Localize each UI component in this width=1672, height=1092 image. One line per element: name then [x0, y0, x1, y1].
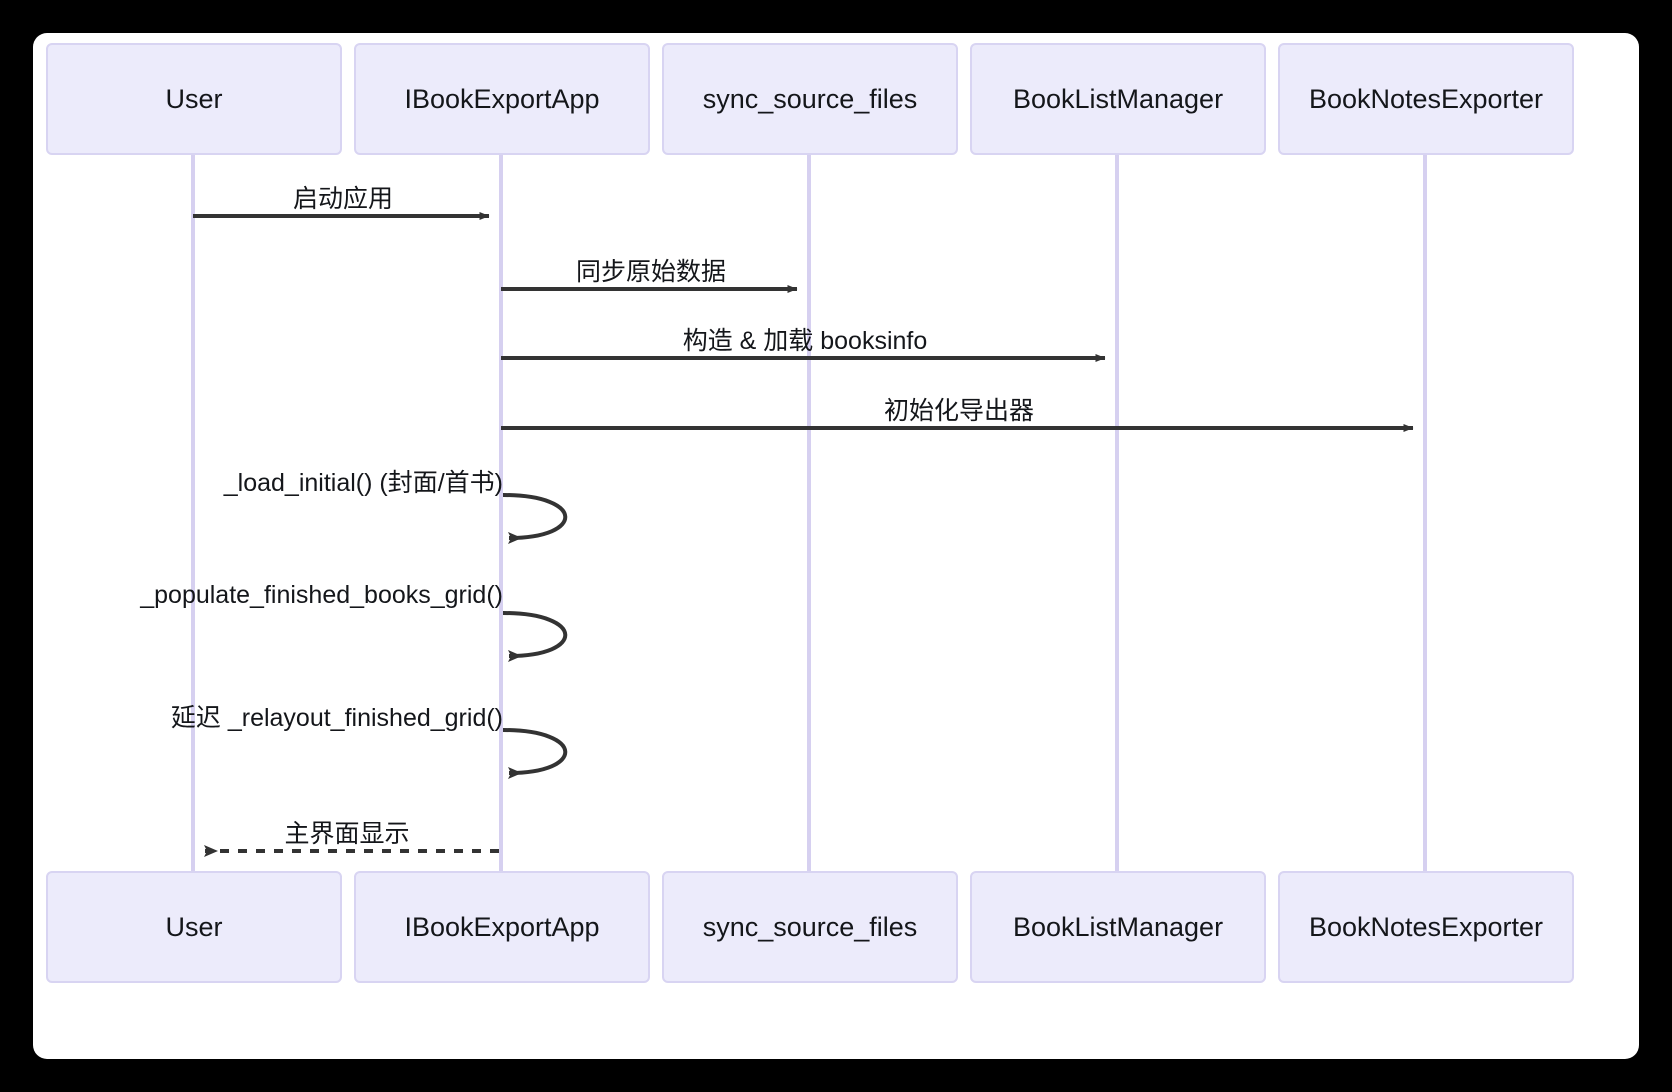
participant-label-booklistmanager: BookListManager	[1012, 83, 1224, 114]
participant-label-user: User	[165, 83, 223, 114]
message-arrows	[193, 212, 1414, 857]
message-selfloop-7	[502, 728, 568, 780]
sequence-diagram: User IBookExportApp sync_source_files Bo…	[33, 33, 1639, 1059]
message-label-7: 延迟 _relayout_finished_grid()	[170, 704, 503, 732]
message-label-6: _populate_finished_books_grid()	[140, 581, 503, 609]
participant-box-top-booknotesexporter[interactable]: BookNotesExporter	[1278, 43, 1574, 155]
message-label-8: 主界面显示	[284, 820, 410, 848]
participant-label-bottom-booknotesexporter: BookNotesExporter	[1308, 911, 1544, 942]
lifeline-booknotesexporter	[1423, 155, 1427, 871]
participant-box-bottom-ibookexportapp[interactable]: IBookExportApp	[354, 871, 650, 983]
lifeline-user	[191, 155, 195, 871]
participant-box-bottom-sync-source-files[interactable]: sync_source_files	[662, 871, 958, 983]
message-label-1: 启动应用	[292, 185, 394, 213]
participant-box-top-ibookexportapp[interactable]: IBookExportApp	[354, 43, 650, 155]
message-selfloop-6	[502, 611, 568, 663]
participant-box-top-user[interactable]: User	[46, 43, 342, 155]
participant-box-top-sync-source-files[interactable]: sync_source_files	[662, 43, 958, 155]
participant-label-bottom-user: User	[165, 911, 223, 942]
participant-box-top-booklistmanager[interactable]: BookListManager	[970, 43, 1266, 155]
participant-label-bottom-ibookexportapp: IBookExportApp	[404, 911, 600, 942]
participant-label-bottom-sync-source-files: sync_source_files	[702, 911, 918, 942]
participant-label-sync-source-files: sync_source_files	[702, 83, 918, 114]
participant-label-booknotesexporter: BookNotesExporter	[1308, 83, 1544, 114]
participant-label-ibookexportapp: IBookExportApp	[404, 83, 600, 114]
message-label-4: 初始化导出器	[883, 397, 1035, 425]
message-label-5: _load_initial() (封面/首书)	[223, 469, 503, 497]
lifeline-sync_source_files	[807, 155, 811, 871]
lifeline-booklistmanager	[1115, 155, 1119, 871]
message-selfloop-5	[502, 493, 568, 545]
participant-box-bottom-booknotesexporter[interactable]: BookNotesExporter	[1278, 871, 1574, 983]
participant-box-bottom-user[interactable]: User	[46, 871, 342, 983]
message-label-2: 同步原始数据	[575, 258, 727, 286]
diagram-canvas: User IBookExportApp sync_source_files Bo…	[33, 33, 1639, 1059]
message-label-3: 构造 & 加载 booksinfo	[682, 327, 928, 355]
participant-label-bottom-booklistmanager: BookListManager	[1012, 911, 1224, 942]
lifeline-ibookexportapp	[499, 155, 503, 871]
participant-box-bottom-booklistmanager[interactable]: BookListManager	[970, 871, 1266, 983]
